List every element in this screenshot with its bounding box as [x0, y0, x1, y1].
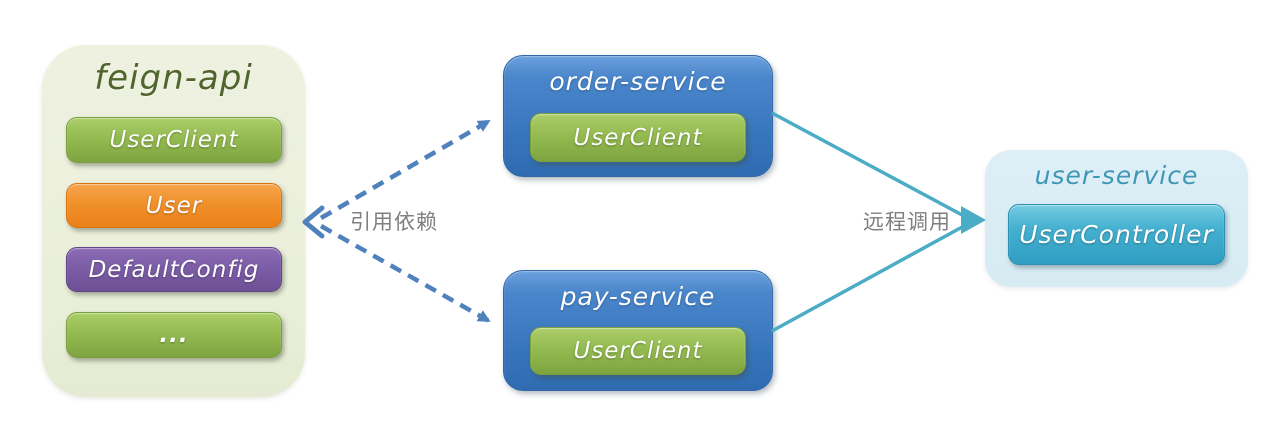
dependency-arrow-to-pay-service: [319, 224, 491, 323]
order-service-title: order-service: [549, 67, 727, 96]
feign-item-userclient: UserClient: [66, 117, 282, 163]
dependency-edge-label: 引用依赖: [350, 210, 438, 234]
pay-service-title: pay-service: [560, 282, 716, 311]
remote-call-line-from-order-service: [771, 111, 965, 218]
feign-item-defaultconfig: DefaultConfig: [66, 247, 282, 292]
feign-api-title: feign-api: [94, 58, 253, 98]
feign-api-group: feign-api UserClient User DefaultConfig …: [42, 45, 305, 397]
feign-item-user: User: [66, 183, 282, 228]
order-service-node: order-service UserClient: [503, 55, 773, 177]
dependency-arrow-to-order-service: [319, 119, 491, 220]
feign-item-ellipsis: ...: [66, 312, 282, 358]
user-service-usercontroller-chip: UserController: [1008, 204, 1225, 265]
user-service-group: user-service UserController: [985, 150, 1248, 287]
pay-service-node: pay-service UserClient: [503, 270, 773, 391]
remote-call-edge-label: 远程调用: [863, 210, 951, 234]
remote-call-line-from-pay-service: [771, 224, 965, 333]
user-service-title: user-service: [1034, 161, 1199, 190]
pay-service-userclient-chip: UserClient: [530, 327, 746, 375]
order-service-userclient-chip: UserClient: [530, 113, 746, 162]
